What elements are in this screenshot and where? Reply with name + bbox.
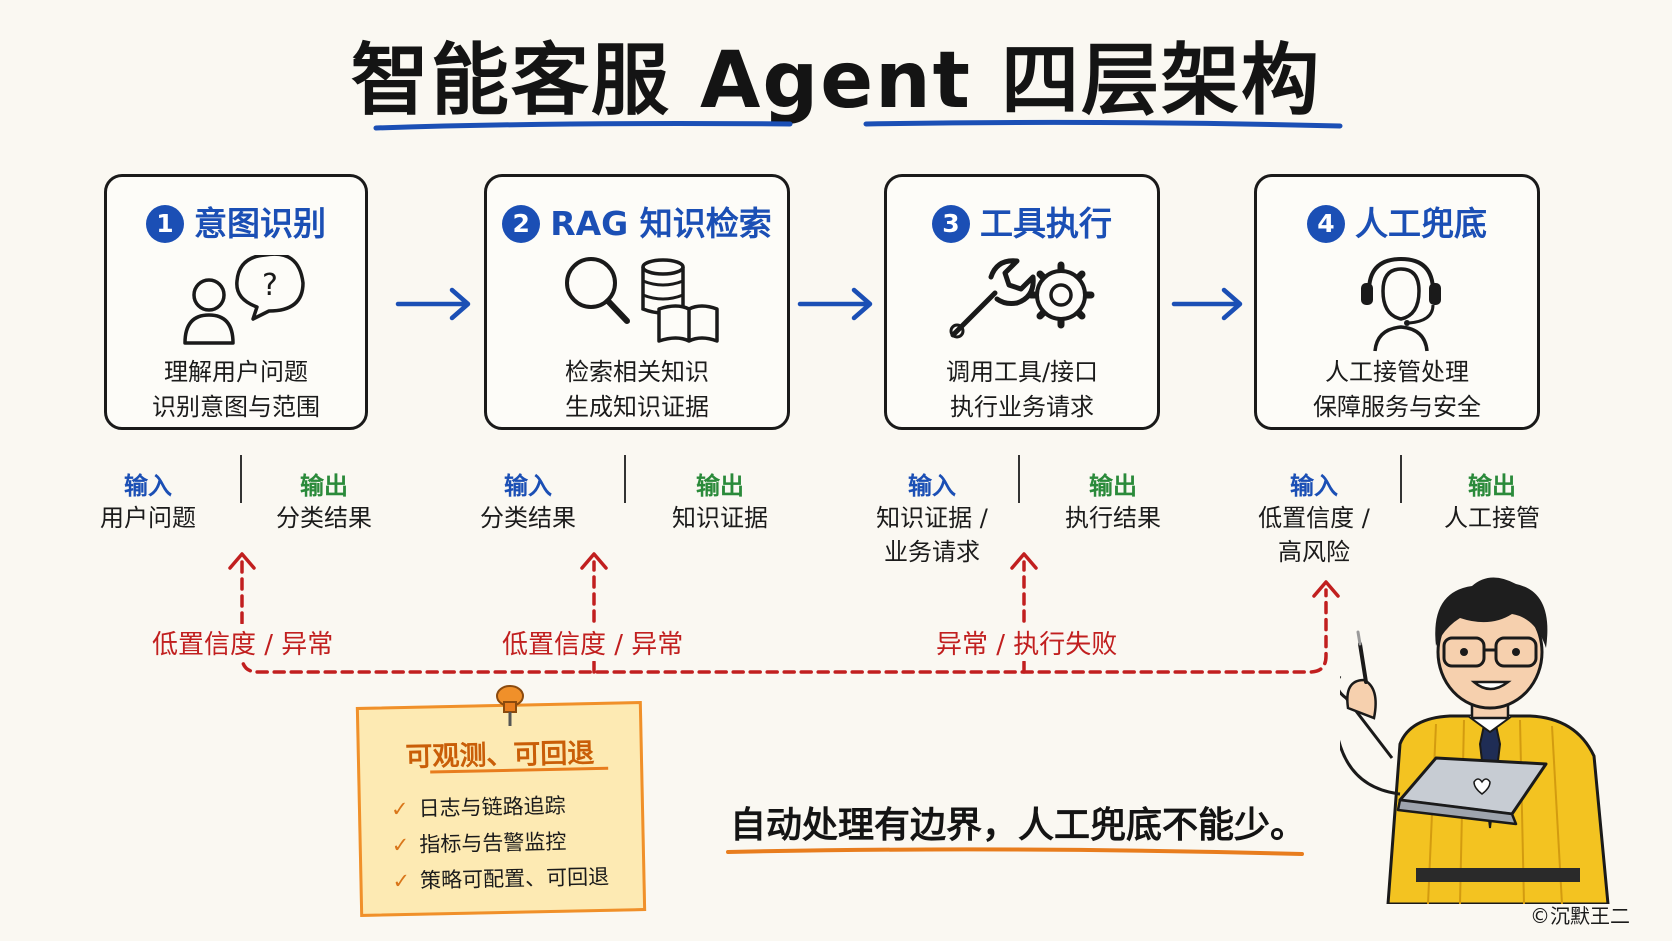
arrow-up-icon [1312, 580, 1340, 598]
input-value: 用户问题 [100, 504, 196, 532]
stage-title: RAG 知识检索 [550, 204, 772, 243]
stage-human-fallback: 4 人工兜底 人工接管处理 保障服务与安全 [1254, 174, 1540, 430]
stage-2-output: 输出 知识证据 [660, 466, 780, 535]
stage-desc-line: 识别意图与范围 [152, 393, 320, 421]
output-label: 输出 [300, 472, 348, 500]
input-label: 输入 [908, 472, 956, 500]
io-divider [1400, 455, 1402, 503]
input-label: 输入 [504, 472, 552, 500]
io-divider [1018, 455, 1020, 503]
stage-number-badge: 3 [932, 205, 970, 243]
output-value: 知识证据 [672, 504, 768, 532]
stage-3-output: 输出 执行结果 [1048, 466, 1178, 535]
arrow-right-icon [1171, 287, 1243, 321]
stage-title: 意图识别 [194, 204, 326, 243]
stage-title: 人工兜底 [1355, 204, 1487, 243]
arrow-right-icon [395, 287, 471, 321]
user-question-icon: ? [183, 255, 305, 345]
stage-intent-recognition: 1 意图识别 ? 理解用户问题 识别意图与范围 [104, 174, 368, 430]
fallback-label: 低置信度 / 异常 [146, 624, 340, 661]
page-title: 智能客服 Agent 四层架构 [350, 36, 1322, 126]
stage-number-badge: 4 [1307, 205, 1345, 243]
stage-desc-line: 执行业务请求 [950, 393, 1094, 421]
stage-desc-line: 保障服务与安全 [1313, 393, 1481, 421]
stage-desc-line: 调用工具/接口 [945, 358, 1099, 386]
input-label: 输入 [1290, 472, 1338, 500]
stage-desc-line: 人工接管处理 [1325, 358, 1469, 386]
stage-1-input: 输入 用户问题 [88, 466, 208, 535]
stage-desc-line: 生成知识证据 [565, 393, 709, 421]
stage-4-input: 输入 低置信度 / 高风险 [1244, 466, 1384, 569]
output-value: 分类结果 [276, 504, 372, 532]
stage-3-input: 输入 知识证据 / 业务请求 [862, 466, 1002, 569]
fallback-label: 低置信度 / 异常 [496, 624, 690, 661]
fallback-baseline [240, 560, 1328, 674]
input-value: 分类结果 [480, 504, 576, 532]
pushpin-icon [496, 685, 524, 726]
input-value: 低置信度 / [1258, 504, 1370, 532]
arrow-up-icon [580, 552, 608, 570]
stage-2-input: 输入 分类结果 [468, 466, 588, 535]
stage-desc-line: 检索相关知识 [565, 358, 709, 386]
wrench-gear-icon [949, 258, 1095, 339]
output-value: 人工接管 [1444, 504, 1540, 532]
io-divider [240, 455, 242, 503]
stage-number-badge: 1 [146, 205, 184, 243]
arrow-up-icon [228, 552, 256, 570]
arrow-up-icon [1010, 552, 1038, 570]
stage-tool-execution: 3 工具执行 调用工具/接口 执行业务请求 [884, 174, 1160, 430]
output-label: 输出 [1089, 472, 1137, 500]
stage-title: 工具执行 [980, 204, 1112, 243]
input-value: 知识证据 / [876, 504, 988, 532]
headset-agent-icon [1361, 256, 1441, 352]
output-label: 输出 [696, 472, 744, 500]
stage-desc-line: 理解用户问题 [164, 358, 308, 386]
output-value: 执行结果 [1065, 504, 1161, 532]
presenter-illustration [1340, 577, 1610, 904]
input-value: 业务请求 [884, 538, 980, 566]
arrow-right-icon [797, 287, 873, 321]
credit: ©沉默王二 [1530, 904, 1630, 928]
fallback-label: 异常 / 执行失败 [930, 624, 1124, 661]
stage-1-output: 输出 分类结果 [264, 466, 384, 535]
svg-text:?: ? [262, 268, 278, 303]
input-value: 高风险 [1278, 538, 1350, 566]
stage-4-output: 输出 人工接管 [1432, 466, 1552, 535]
io-divider [624, 455, 626, 503]
output-label: 输出 [1468, 472, 1516, 500]
slogan: 自动处理有边界，人工兜底不能少。 [730, 805, 1307, 846]
search-database-book-icon [565, 257, 719, 343]
input-label: 输入 [124, 472, 172, 500]
stage-number-badge: 2 [502, 205, 541, 243]
